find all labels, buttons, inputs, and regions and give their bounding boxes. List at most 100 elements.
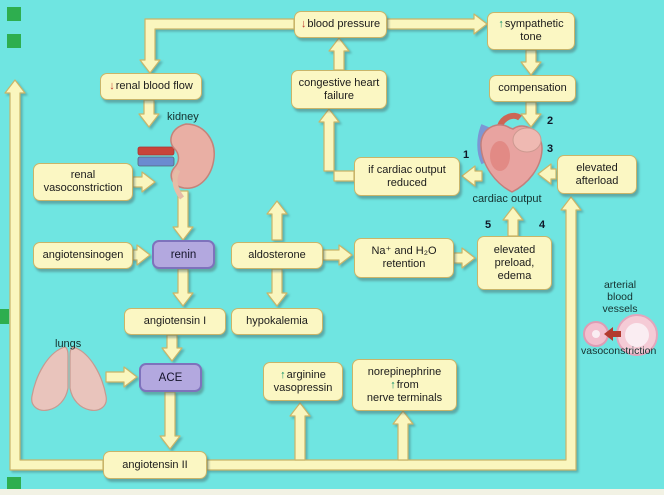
box-compensation: compensation [489, 75, 576, 102]
arrow-aldosterone-to-retention [322, 244, 353, 266]
box-label: angiotensin II [122, 458, 188, 471]
box-renin: renin [152, 240, 215, 269]
box-blood-pressure: ↓blood pressure [294, 11, 387, 38]
step-number-2: 2 [547, 115, 554, 127]
lungs-label: lungs [55, 338, 82, 350]
box-label: renal blood flow [115, 80, 193, 92]
label-line: blood [607, 291, 633, 303]
arrow-angiotensinogen-to-renin [132, 244, 151, 266]
down-arrow-icon: ↓ [300, 18, 307, 30]
arrow-lungs-to-ace [105, 366, 138, 388]
arrow-renin-to-angiotensin1 [172, 268, 194, 307]
box-elevated-preload-edema: elevated preload, edema [477, 236, 552, 290]
arterial-blood-vessels-label: arterial blood vessels [594, 279, 646, 315]
arrow-angiotensin1-to-ace [161, 334, 183, 362]
box-renal-blood-flow: ↓renal blood flow [100, 73, 202, 100]
arrow-bloodpressure-to-renalbloodflow [139, 18, 295, 74]
box-label: congestive heart [298, 76, 380, 89]
box-label: tone [520, 31, 542, 43]
arrow-chf-to-bloodpressure [328, 37, 350, 71]
box-label: from [396, 378, 419, 391]
box-label: elevated [493, 243, 536, 256]
registration-mark [7, 34, 21, 48]
heart-illustration [477, 112, 543, 193]
box-elevated-afterload: elevated afterload [557, 155, 637, 194]
scan-edge-strip [0, 489, 664, 495]
arrow-sympathetictone-to-compensation [520, 49, 542, 76]
box-label: compensation [498, 82, 567, 94]
box-label: vasoconstriction [43, 182, 123, 194]
arrow-ace-to-angiotensin2 [159, 391, 181, 450]
box-arginine-vasopressin: ↑arginine vasopressin [263, 362, 343, 401]
vasoconstriction-label: vasoconstriction [581, 345, 657, 357]
box-label: hypokalemia [246, 315, 308, 327]
box-label: elevated [576, 161, 618, 174]
box-norepinephrine: norepinephrine ↑from nerve terminals [352, 359, 457, 411]
box-label: nerve terminals [366, 391, 443, 404]
kidney-illustration [137, 123, 215, 200]
arrow-angiotensin2-to-vasopressin [289, 402, 311, 461]
box-label: Na⁺ and H₂O [371, 245, 437, 257]
box-congestive-heart-failure: congestive heart failure [291, 70, 387, 109]
box-label: arginine [286, 368, 326, 381]
arrow-preload-to-heart [502, 206, 524, 237]
box-angiotensinogen: angiotensinogen [33, 242, 133, 269]
box-label: renin [170, 248, 197, 261]
box-label: aldosterone [248, 249, 306, 261]
arrow-bloodpressure-to-sympathetictone [386, 13, 488, 35]
box-angiotensin-ii: angiotensin II [103, 451, 207, 479]
box-label: preload, [494, 256, 535, 269]
box-label: reduced [387, 176, 427, 189]
box-label: retention [382, 258, 426, 270]
registration-mark [0, 309, 9, 324]
box-label: afterload [575, 174, 619, 187]
arrow-compensation-to-heart [520, 101, 542, 128]
arrow-afterload-to-heart [537, 163, 557, 185]
box-label: norepinephrine [367, 365, 442, 378]
blood-vessels-illustration [583, 314, 658, 356]
box-label: sympathetic [504, 18, 564, 30]
step-number-4: 4 [539, 219, 546, 231]
arrow-renalbloodflow-to-kidney [138, 99, 160, 128]
box-label: failure [324, 89, 354, 102]
arrow-renalvasoconstriction-to-kidney [132, 171, 156, 193]
box-angiotensin-i: angiotensin I [124, 308, 226, 335]
box-hypokalemia: hypokalemia [231, 308, 323, 335]
step-number-1: 1 [463, 149, 470, 161]
cardiac-output-label: cardiac output [472, 193, 542, 205]
box-na-h2o-retention: Na⁺ and H₂O retention [354, 238, 454, 278]
arrow-kidney-to-renin [172, 190, 194, 241]
down-arrow-icon: ↓ [109, 80, 115, 92]
arrow-aldosterone-to-hypokalemia [266, 268, 288, 307]
box-label: angiotensinogen [42, 249, 124, 261]
kidney-label: kidney [167, 111, 199, 123]
arrow-angiotensin2-to-norepinephrine [392, 410, 414, 461]
box-renal-vasoconstriction: renal vasoconstriction [33, 163, 133, 201]
arrow-retention-to-preload [453, 247, 476, 269]
registration-mark [7, 477, 21, 491]
label-line: arterial [603, 279, 637, 291]
registration-mark [7, 7, 21, 21]
arrow-angiotensin2-to-afterload [206, 196, 582, 471]
box-label: if cardiac output [368, 163, 446, 176]
box-label: blood pressure [307, 18, 381, 30]
label-line: vessels [602, 303, 638, 315]
box-sympathetic-tone: ↑sympathetic tone [487, 12, 575, 50]
arrow-heart-to-ifcardiacoutput [461, 165, 483, 187]
box-aldosterone: aldosterone [231, 242, 323, 269]
up-arrow-icon: ↑ [390, 378, 396, 391]
box-label: renal [70, 169, 96, 181]
up-arrow-icon: ↑ [280, 368, 286, 381]
box-if-cardiac-output-reduced: if cardiac output reduced [354, 157, 460, 196]
box-label: edema [497, 269, 532, 282]
arrow-aldosterone-up [266, 200, 288, 241]
box-ace: ACE [139, 363, 202, 392]
up-arrow-icon: ↑ [498, 18, 504, 30]
arrow-angiotensin2-feedback-left [4, 79, 104, 471]
step-number-5: 5 [485, 219, 492, 231]
box-label: vasopressin [273, 381, 333, 394]
arrow-ifcardiacoutput-to-chf [318, 108, 355, 182]
